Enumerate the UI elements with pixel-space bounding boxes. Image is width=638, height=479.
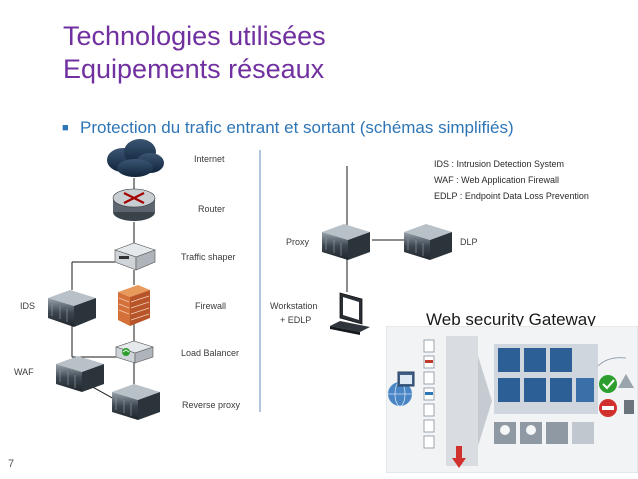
dlp-label: DLP [460,237,478,247]
blocked-arrow-icon [452,446,466,468]
traffic-shaper-label: Traffic shaper [181,252,236,262]
internet-label: Internet [194,154,225,164]
traffic-shaper-icon [114,242,156,271]
glossary-ids: IDS : Intrusion Detection System [434,159,565,169]
proxy-server-icon [322,224,370,260]
waf-server-icon [56,356,104,392]
title-line-1: Technologies utilisées [63,21,326,51]
waf-label: WAF [14,367,34,377]
firewall-label: Firewall [195,301,227,311]
reverse-proxy-server-icon [112,384,160,420]
bullet-text: Protection du trafic entrant et sortant … [80,118,514,137]
trash-icon [624,400,634,414]
firewall-icon [118,285,150,326]
slide-title: Technologies utilisées Equipements résea… [63,20,326,86]
load-balancer-icon [115,340,154,364]
analysis-engine-tiles [494,344,598,414]
gateway-title: Web security Gateway [426,310,596,329]
router-label: Router [198,204,226,214]
dlp-server-icon [404,224,452,260]
ids-label: IDS [20,301,36,311]
flow-lines [597,357,627,367]
block-icon [599,399,617,417]
glossary-waf: WAF : Web Application Firewall [434,175,560,185]
cloud-icon [107,139,164,177]
warning-icon [618,374,634,388]
square-bullet-icon: ■ [62,122,69,134]
page-number: 7 [8,458,15,470]
workstation-label-line1: Workstation [270,301,318,311]
workstation-label-line2: + EDLP [280,315,312,325]
proxy-label: Proxy [286,237,310,247]
workstation-icon [330,292,370,335]
ids-server-icon [48,290,96,327]
content-analysis-tiles [494,422,594,444]
browser-icon [397,371,415,387]
router-icon [112,188,156,221]
right-links [346,166,410,292]
glossary-edlp: EDLP : Endpoint Data Loss Prevention [434,191,589,201]
bullet-item: ■ Protection du trafic entrant et sortant… [62,118,514,138]
content-type-icons [423,339,435,449]
acronym-glossary: IDS : Intrusion Detection System WAF : W… [434,156,589,204]
title-line-2: Equipements réseaux [63,54,325,84]
reverse-proxy-label: Reverse proxy [182,400,241,410]
gateway-diagram-image [386,326,638,473]
allow-check-icon [599,375,617,393]
load-balancer-label: Load Balancer [181,348,240,358]
left-links [71,178,135,411]
